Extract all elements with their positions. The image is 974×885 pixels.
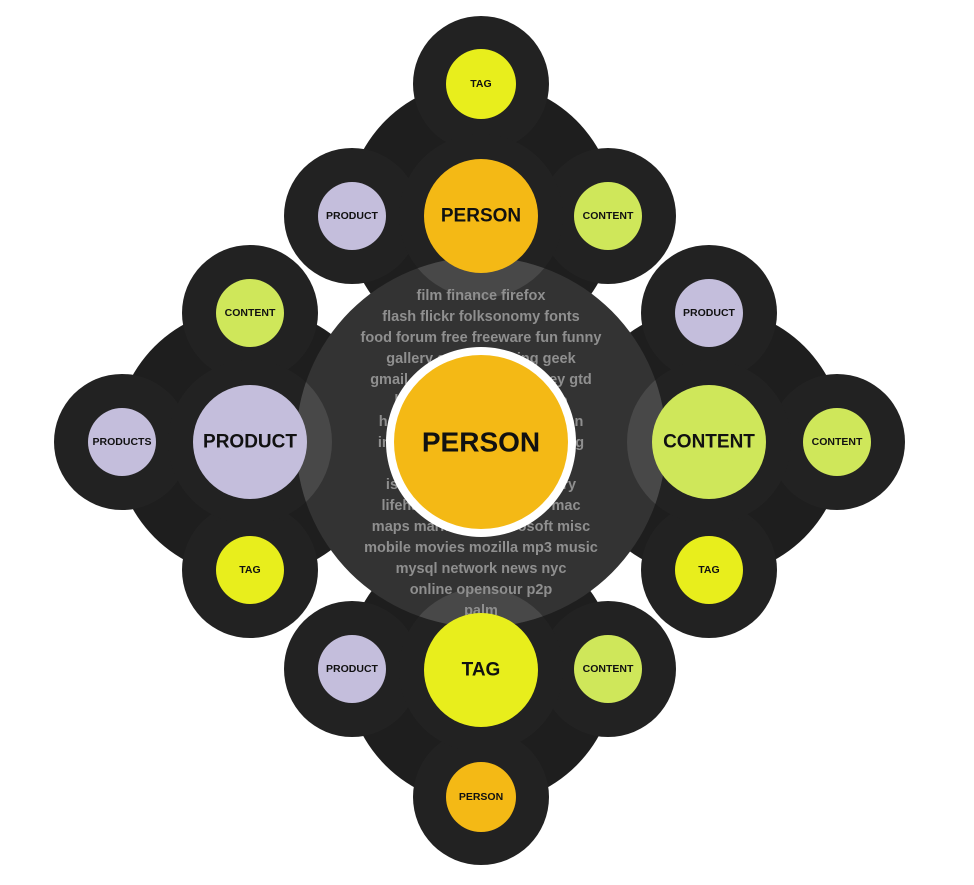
center-node xyxy=(394,355,568,529)
node-top-main xyxy=(424,159,538,273)
right-main-label: CONTENT xyxy=(663,432,755,453)
node-right-bottom xyxy=(675,536,743,604)
top-outer-label: TAG xyxy=(470,78,491,90)
node-bottom-left xyxy=(318,635,386,703)
node-left-outer xyxy=(88,408,156,476)
node-bottom-main xyxy=(424,613,538,727)
top-main-label: PERSON xyxy=(441,206,521,227)
node-top-left xyxy=(318,182,386,250)
node-left-main xyxy=(193,385,307,499)
node-right-main xyxy=(652,385,766,499)
left-main-label: PRODUCT xyxy=(203,432,297,453)
left-outer-label: PRODUCTS xyxy=(93,436,152,448)
node-right-outer xyxy=(803,408,871,476)
node-left-top xyxy=(216,279,284,347)
top-right-label: CONTENT xyxy=(583,210,634,222)
node-left-bottom xyxy=(216,536,284,604)
node-bottom-outer xyxy=(446,762,516,832)
tag-cloud-line: online opensour p2p xyxy=(410,582,553,598)
tag-cloud-line: film finance firefox xyxy=(417,288,546,304)
node-right-top xyxy=(675,279,743,347)
top-left-label: PRODUCT xyxy=(326,210,379,222)
right-outer-label: CONTENT xyxy=(812,436,863,448)
left-bottom-label: TAG xyxy=(239,564,260,576)
bottom-main-label: TAG xyxy=(462,660,501,681)
node-top-outer xyxy=(446,49,516,119)
center-label: PERSON xyxy=(422,427,540,458)
tag-cloud-line: flash flickr folksonomy fonts xyxy=(382,309,579,325)
right-bottom-label: TAG xyxy=(698,564,719,576)
tag-cloud-line: mysql network news nyc xyxy=(396,561,567,577)
tag-cloud-line: mobile movies mozilla mp3 music xyxy=(364,540,598,556)
bottom-outer-label: PERSON xyxy=(459,791,503,803)
node-bottom-right xyxy=(574,635,642,703)
right-top-label: PRODUCT xyxy=(683,307,736,319)
node-top-right xyxy=(574,182,642,250)
left-top-label: CONTENT xyxy=(225,307,276,319)
tag-cloud-line: food forum free freeware fun funny xyxy=(361,330,602,346)
bottom-left-label: PRODUCT xyxy=(326,663,379,675)
bottom-right-label: CONTENT xyxy=(583,663,634,675)
